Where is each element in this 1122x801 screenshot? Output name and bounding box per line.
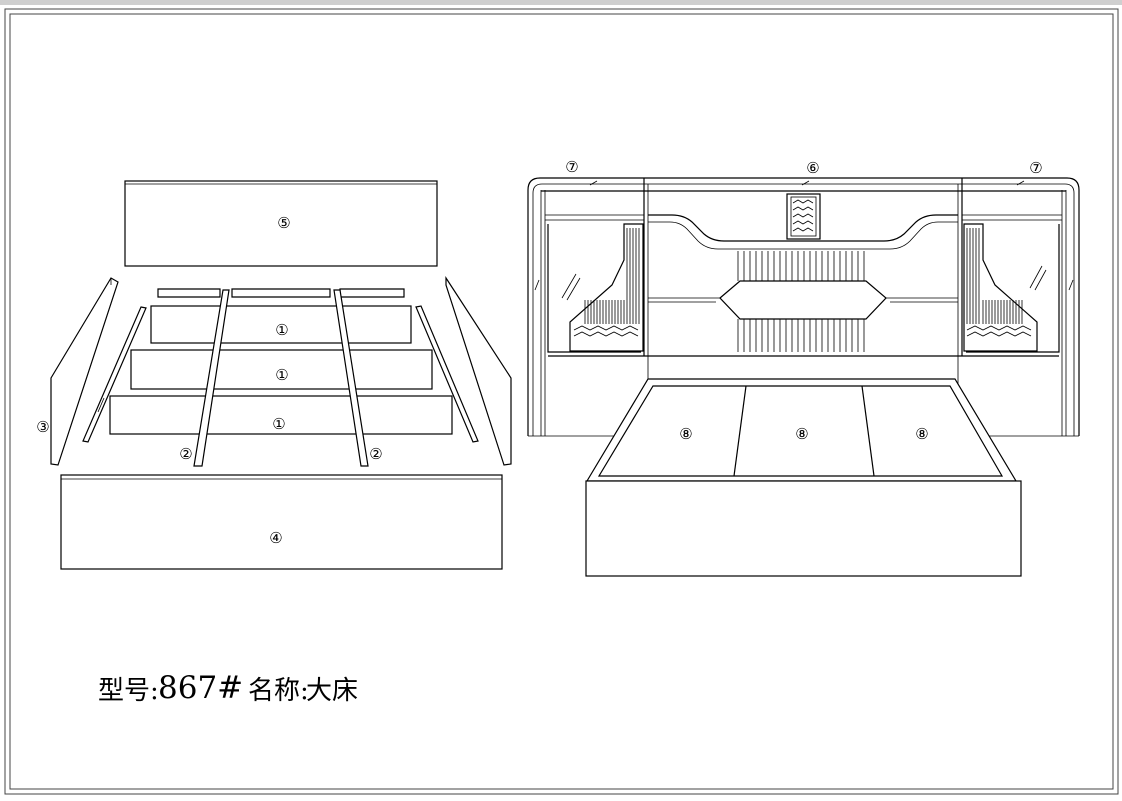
inner-rail-right <box>415 305 479 443</box>
inner-frame <box>9 13 1114 790</box>
side-panel-right <box>445 275 512 466</box>
model-value: 867# <box>158 670 243 706</box>
side-panel-left <box>50 277 119 466</box>
divider-right-label: ② <box>369 445 382 463</box>
divider-left-label: ② <box>179 445 192 463</box>
headboard-center-label: ⑥ <box>806 159 819 177</box>
drawer-stack <box>109 305 453 435</box>
outer-frame <box>4 8 1119 795</box>
right-side-panel <box>963 223 1060 353</box>
left-side-panel <box>547 223 644 353</box>
center-divider-right <box>333 289 369 467</box>
inner-rail-left <box>82 306 147 443</box>
slat-right-label: ⑧ <box>915 425 928 443</box>
exploded-view: ⑤ ① ① ① ② ② <box>36 180 512 570</box>
bed-foot-box <box>585 480 1022 577</box>
cap-left-label: ⑦ <box>565 158 578 176</box>
slat-center-label: ⑧ <box>795 425 808 443</box>
glass-reflection-icon <box>1029 265 1047 291</box>
foot-board <box>60 474 503 570</box>
glass-reflection-icon <box>561 273 581 301</box>
name-label: 名称: <box>248 676 309 706</box>
foot-board-label: ④ <box>269 529 282 547</box>
cap-right-label: ⑦ <box>1029 159 1042 177</box>
assembled-view: ⑧ ⑧ ⑧ ⑦ ⑥ ⑦ <box>527 158 1080 577</box>
drawer-mid-label: ① <box>275 366 288 384</box>
slat-left-label: ⑧ <box>679 425 692 443</box>
name-value: 大床 <box>306 676 358 706</box>
drawer-top-label: ① <box>275 321 288 339</box>
wave-vent-icon <box>786 193 821 240</box>
side-panel-label: ③ <box>36 418 49 436</box>
center-ribs <box>737 251 865 352</box>
center-divider-left <box>193 289 230 467</box>
headboard-outer <box>527 177 1080 436</box>
drawer-bottom-label: ① <box>272 415 285 433</box>
header-board-label: ⑤ <box>277 214 290 232</box>
top-strip <box>0 0 1122 5</box>
top-slats <box>157 288 405 298</box>
model-label: 型号: <box>98 676 159 706</box>
caption: 型号: 867# 名称: 大床 <box>98 670 358 706</box>
octagon-panel <box>719 280 887 320</box>
header-board <box>124 180 438 267</box>
